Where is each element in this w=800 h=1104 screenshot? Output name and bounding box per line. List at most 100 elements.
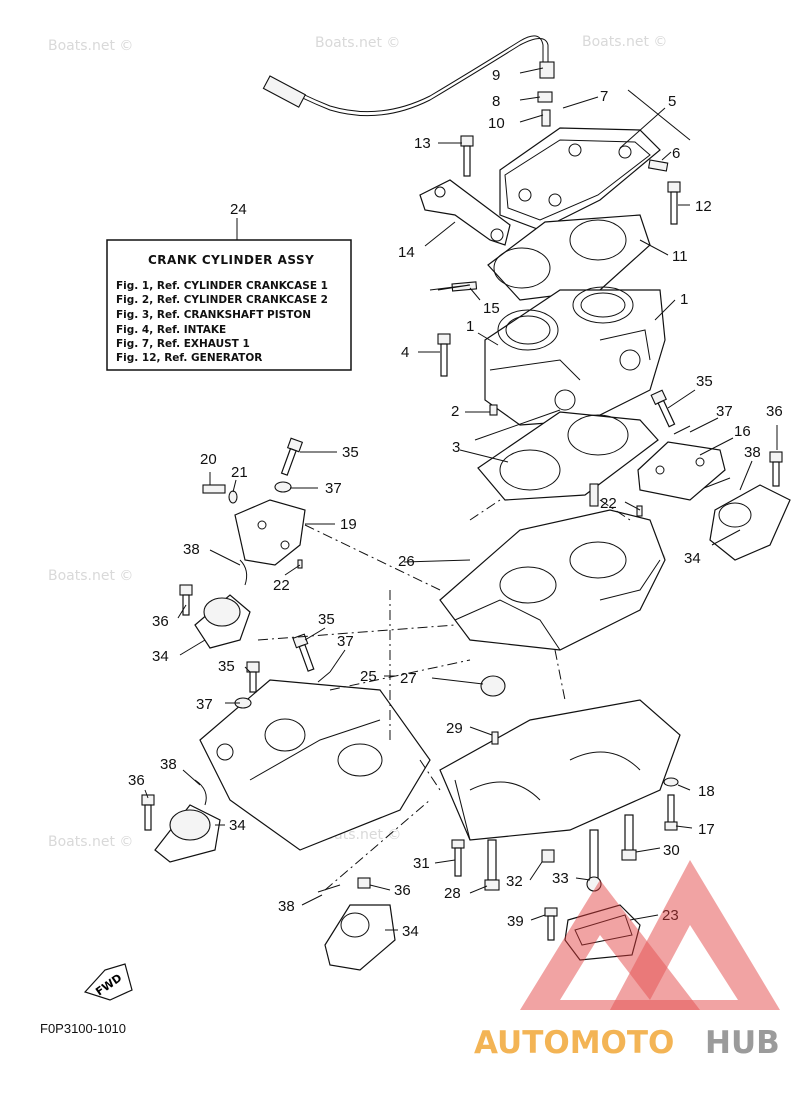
callout-number: 13: [414, 135, 431, 152]
engine-mount-part: [179, 559, 251, 649]
callout-number: 32: [506, 873, 523, 890]
callout-number: 9: [492, 67, 500, 84]
spring-part: [673, 425, 691, 435]
callout-number: 18: [698, 783, 715, 800]
cover-part: [564, 904, 641, 961]
legend-title: CRANK CYLINDER ASSY: [148, 253, 314, 267]
callout-number: 16: [734, 423, 751, 440]
callout-number: 31: [413, 855, 430, 872]
fitting-part: [541, 109, 551, 127]
bolt-part: [769, 451, 783, 487]
bolt-part: [621, 814, 637, 861]
callout-number: 39: [507, 913, 524, 930]
callout-number: 37: [196, 696, 213, 713]
bolt-part: [541, 849, 555, 863]
bolt-part: [246, 661, 260, 693]
watermark: Boats.net ©: [48, 568, 133, 584]
callout-number: 26: [398, 553, 415, 570]
intake-plate-part: [637, 441, 726, 501]
callout-number: 4: [401, 344, 409, 361]
brand-logo: AUTOMOTO HUB: [474, 860, 780, 1061]
callout-number: 21: [231, 464, 248, 481]
watermark: Boats.net ©: [48, 834, 133, 850]
bearing-part: [480, 675, 506, 697]
legend-line: Fig. 1, Ref. CYLINDER CRANKCASE 1: [116, 280, 328, 292]
legend-box: CRANK CYLINDER ASSY Fig. 1, Ref. CYLINDE…: [106, 218, 352, 371]
dowel-pin-part: [489, 404, 498, 416]
callout-number: 12: [695, 198, 712, 215]
callout-number: 23: [662, 907, 679, 924]
callout-number: 5: [668, 93, 676, 110]
mount-bracket-part: [234, 499, 306, 566]
callout-number: 38: [160, 756, 177, 773]
callout-number: 8: [492, 93, 500, 110]
crankcase-lower-part: [439, 699, 681, 841]
callout-number: 17: [698, 821, 715, 838]
callout-number: 35: [696, 373, 713, 390]
watermark: Boats.net ©: [315, 35, 400, 51]
figure-code: F0P3100-1010: [40, 1021, 126, 1036]
hose-part: [262, 35, 555, 117]
assembly-lines: [257, 499, 631, 891]
callout-number: 27: [400, 670, 417, 687]
callout-number: 22: [273, 577, 290, 594]
callout-number: 1: [680, 291, 688, 308]
bolt-part: [460, 135, 474, 177]
bracket-part: [419, 179, 511, 246]
cylinder-block-part: [484, 286, 666, 426]
bolt-part: [544, 907, 558, 941]
callout-number: 20: [200, 451, 217, 468]
callout-number: 36: [128, 772, 145, 789]
washer-part: [663, 777, 679, 787]
callout-number: 11: [672, 248, 688, 265]
legend-line: Fig. 7, Ref. EXHAUST 1: [116, 338, 250, 350]
bolt-part: [437, 333, 451, 377]
callout-number: 10: [488, 115, 505, 132]
callout-number: 37: [716, 403, 733, 420]
callout-number: 33: [552, 870, 569, 887]
leader-lines: [144, 67, 778, 931]
watermark: Boats.net ©: [48, 38, 133, 54]
stud-part: [589, 483, 599, 507]
callout-number: 38: [183, 541, 200, 558]
gasket-part: [477, 411, 659, 501]
clamp-part: [537, 91, 553, 103]
dowel-pin-part: [491, 731, 499, 745]
callout-number: 22: [600, 495, 617, 512]
callout-number: 1: [466, 318, 474, 335]
callout-number: 29: [446, 720, 463, 737]
callout-number: 15: [483, 300, 500, 317]
callout-number: 28: [444, 885, 461, 902]
callout-number: 19: [340, 516, 357, 533]
spring-part: [317, 671, 331, 683]
head-cover-part: [499, 127, 661, 231]
dowel-pin-part: [297, 559, 303, 569]
washer-part: [274, 481, 292, 493]
engine-mount-part: [141, 779, 221, 863]
callout-number: 30: [663, 842, 680, 859]
intake-hose-part: [703, 477, 791, 561]
washer-part: [228, 490, 238, 504]
callout-number: 36: [766, 403, 783, 420]
callout-number: 24: [230, 201, 247, 218]
crankcase-upper-part: [439, 509, 666, 651]
callout-number: 6: [672, 145, 680, 162]
callout-number: 14: [398, 244, 415, 261]
generator-housing-part: [199, 679, 431, 851]
callout-number: 35: [318, 611, 335, 628]
fwd-arrow: FWD: [83, 963, 133, 1001]
legend-line: Fig. 2, Ref. CYLINDER CRANKCASE 2: [116, 294, 328, 306]
dowel-pin-part: [636, 505, 643, 517]
exhaust-hose-part: [317, 877, 396, 971]
legend-line: Fig. 3, Ref. CRANKSHAFT PISTON: [116, 309, 311, 321]
callout-number: 37: [325, 480, 342, 497]
watermark: Boats.net ©: [582, 34, 667, 50]
callout-number: 36: [394, 882, 411, 899]
legend-line: Fig. 4, Ref. INTAKE: [116, 324, 226, 336]
bolt-part: [586, 829, 602, 892]
bolt-part: [664, 794, 678, 831]
callout-number: 3: [452, 439, 460, 456]
callout-number: 34: [152, 648, 169, 665]
callout-number: 35: [342, 444, 359, 461]
